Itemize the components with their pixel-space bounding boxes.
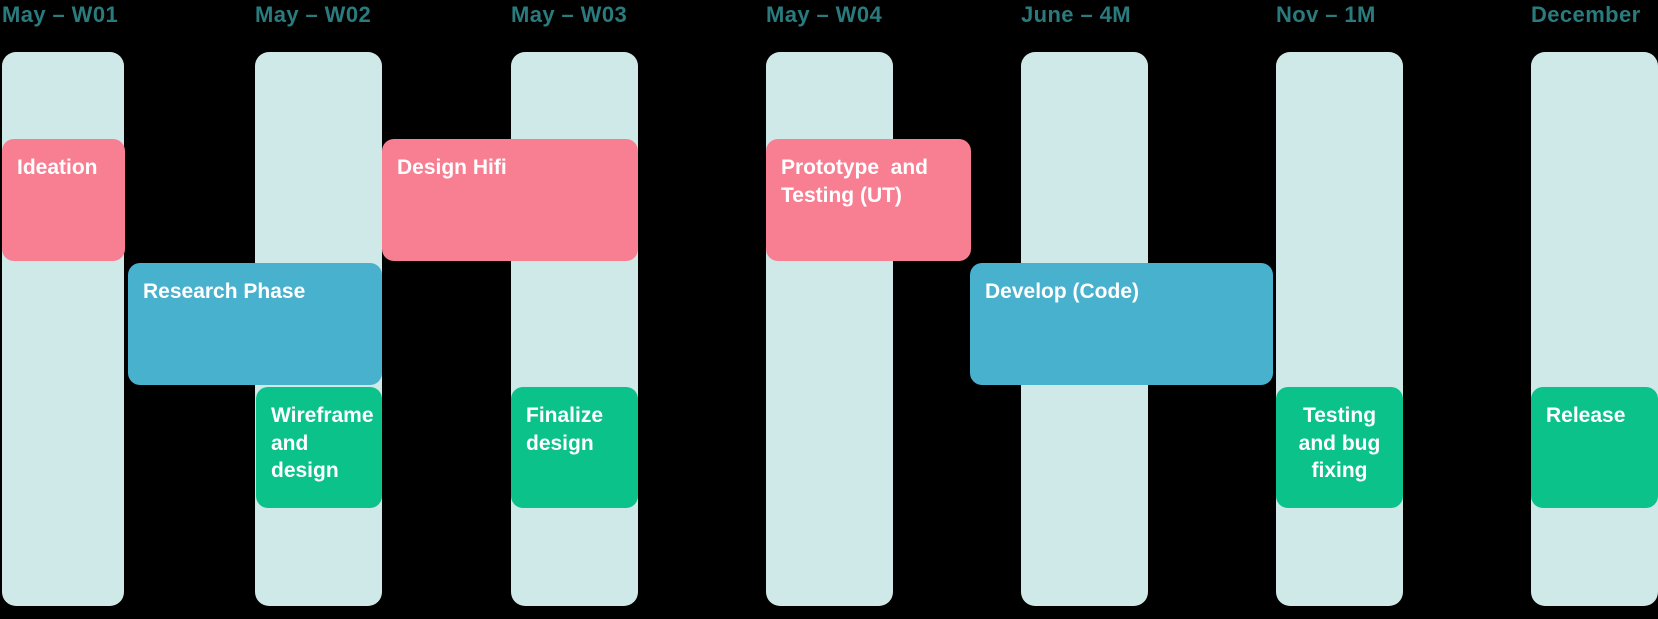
column-header-may-w04: May – W04 xyxy=(766,2,883,27)
time-column-may-w04 xyxy=(766,52,893,606)
task-bar-develop-code: Develop (Code) xyxy=(970,263,1273,385)
task-bar-ideation: Ideation xyxy=(2,139,125,261)
task-bar-finalize-design: Finalize design xyxy=(511,387,638,508)
time-column-december xyxy=(1531,52,1658,606)
column-header-may-w03: May – W03 xyxy=(511,2,628,27)
task-bar-release: Release xyxy=(1531,387,1658,508)
task-bar-wireframe-and-design: Wireframe and design xyxy=(256,387,382,508)
time-column-may-w01 xyxy=(2,52,124,606)
column-header-may-w02: May – W02 xyxy=(255,2,372,27)
task-bar-testing-and-bug-fixing: Testing and bug fixing xyxy=(1276,387,1403,508)
column-header-june-4m: June – 4M xyxy=(1021,2,1131,27)
time-column-may-w03 xyxy=(511,52,638,606)
task-bar-research-phase: Research Phase xyxy=(128,263,382,385)
column-header-december: December xyxy=(1531,2,1641,27)
task-bar-design-hifi: Design Hifi xyxy=(382,139,638,261)
task-bar-prototype-and-testing-ut: Prototype and Testing (UT) xyxy=(766,139,971,261)
column-header-may-w01: May – W01 xyxy=(2,2,119,27)
column-header-nov-1m: Nov – 1M xyxy=(1276,2,1376,27)
time-column-nov-1m xyxy=(1276,52,1403,606)
